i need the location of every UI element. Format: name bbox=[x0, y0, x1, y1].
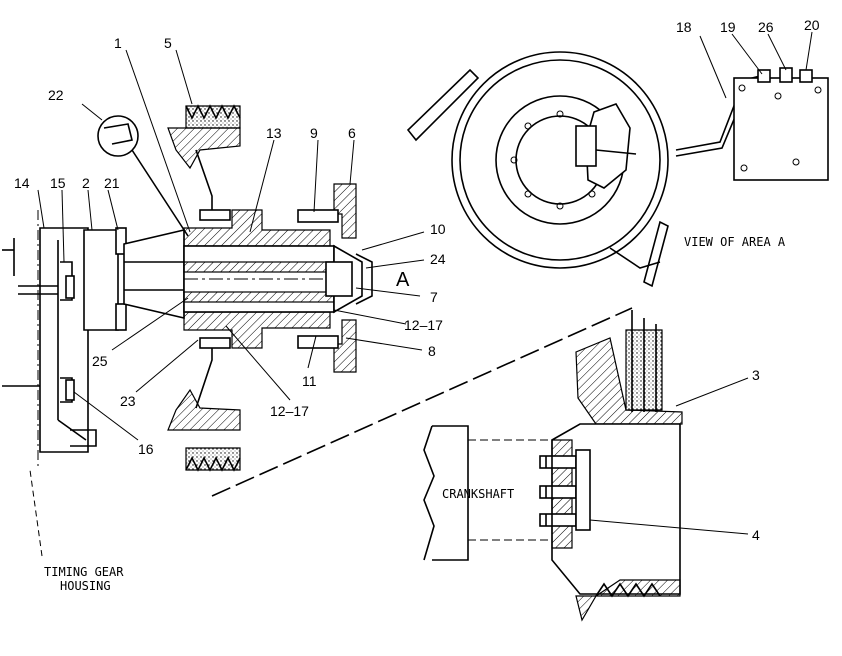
callout-6: 6 bbox=[348, 125, 356, 141]
callout-9: 9 bbox=[310, 125, 318, 141]
callout-a: A bbox=[396, 269, 410, 291]
callout-26: 26 bbox=[758, 19, 774, 35]
view-area-a bbox=[406, 51, 829, 288]
callout-21: 21 bbox=[104, 175, 120, 191]
crankshaft-detail bbox=[211, 307, 683, 622]
callout-12-17-upper: 12–17 bbox=[404, 317, 443, 333]
caption-housing: HOUSING bbox=[60, 579, 111, 593]
leader-lines bbox=[29, 31, 813, 557]
callout-1: 1 bbox=[114, 35, 122, 51]
callout-11: 11 bbox=[302, 373, 317, 389]
callout-2: 2 bbox=[82, 175, 90, 191]
timing-gear-housing bbox=[2, 210, 97, 468]
callout-24: 24 bbox=[430, 251, 446, 267]
adapter-plate bbox=[83, 227, 185, 331]
callout-23: 23 bbox=[120, 393, 136, 409]
detail-bubble-22 bbox=[81, 103, 189, 237]
caption-timing-gear: TIMING GEAR bbox=[44, 565, 124, 579]
callout-22: 22 bbox=[48, 87, 64, 103]
callout-25: 25 bbox=[92, 353, 108, 369]
callout-16: 16 bbox=[138, 441, 154, 457]
callout-15: 15 bbox=[50, 175, 66, 191]
callout-13: 13 bbox=[266, 125, 282, 141]
pulley-assembly bbox=[167, 104, 373, 472]
callout-19: 19 bbox=[720, 19, 736, 35]
callout-20: 20 bbox=[804, 17, 820, 33]
callout-5: 5 bbox=[164, 35, 172, 51]
callout-4: 4 bbox=[752, 527, 760, 543]
caption-crankshaft: CRANKSHAFT bbox=[442, 487, 514, 501]
callout-14: 14 bbox=[14, 175, 30, 191]
callout-8: 8 bbox=[428, 343, 436, 359]
callout-10: 10 bbox=[430, 221, 446, 237]
callout-18: 18 bbox=[676, 19, 692, 35]
callout-3: 3 bbox=[752, 367, 760, 383]
caption-view-of-area-a: VIEW OF AREA A bbox=[684, 235, 786, 249]
callout-7: 7 bbox=[430, 289, 438, 305]
callout-12-17-lower: 12–17 bbox=[270, 403, 309, 419]
